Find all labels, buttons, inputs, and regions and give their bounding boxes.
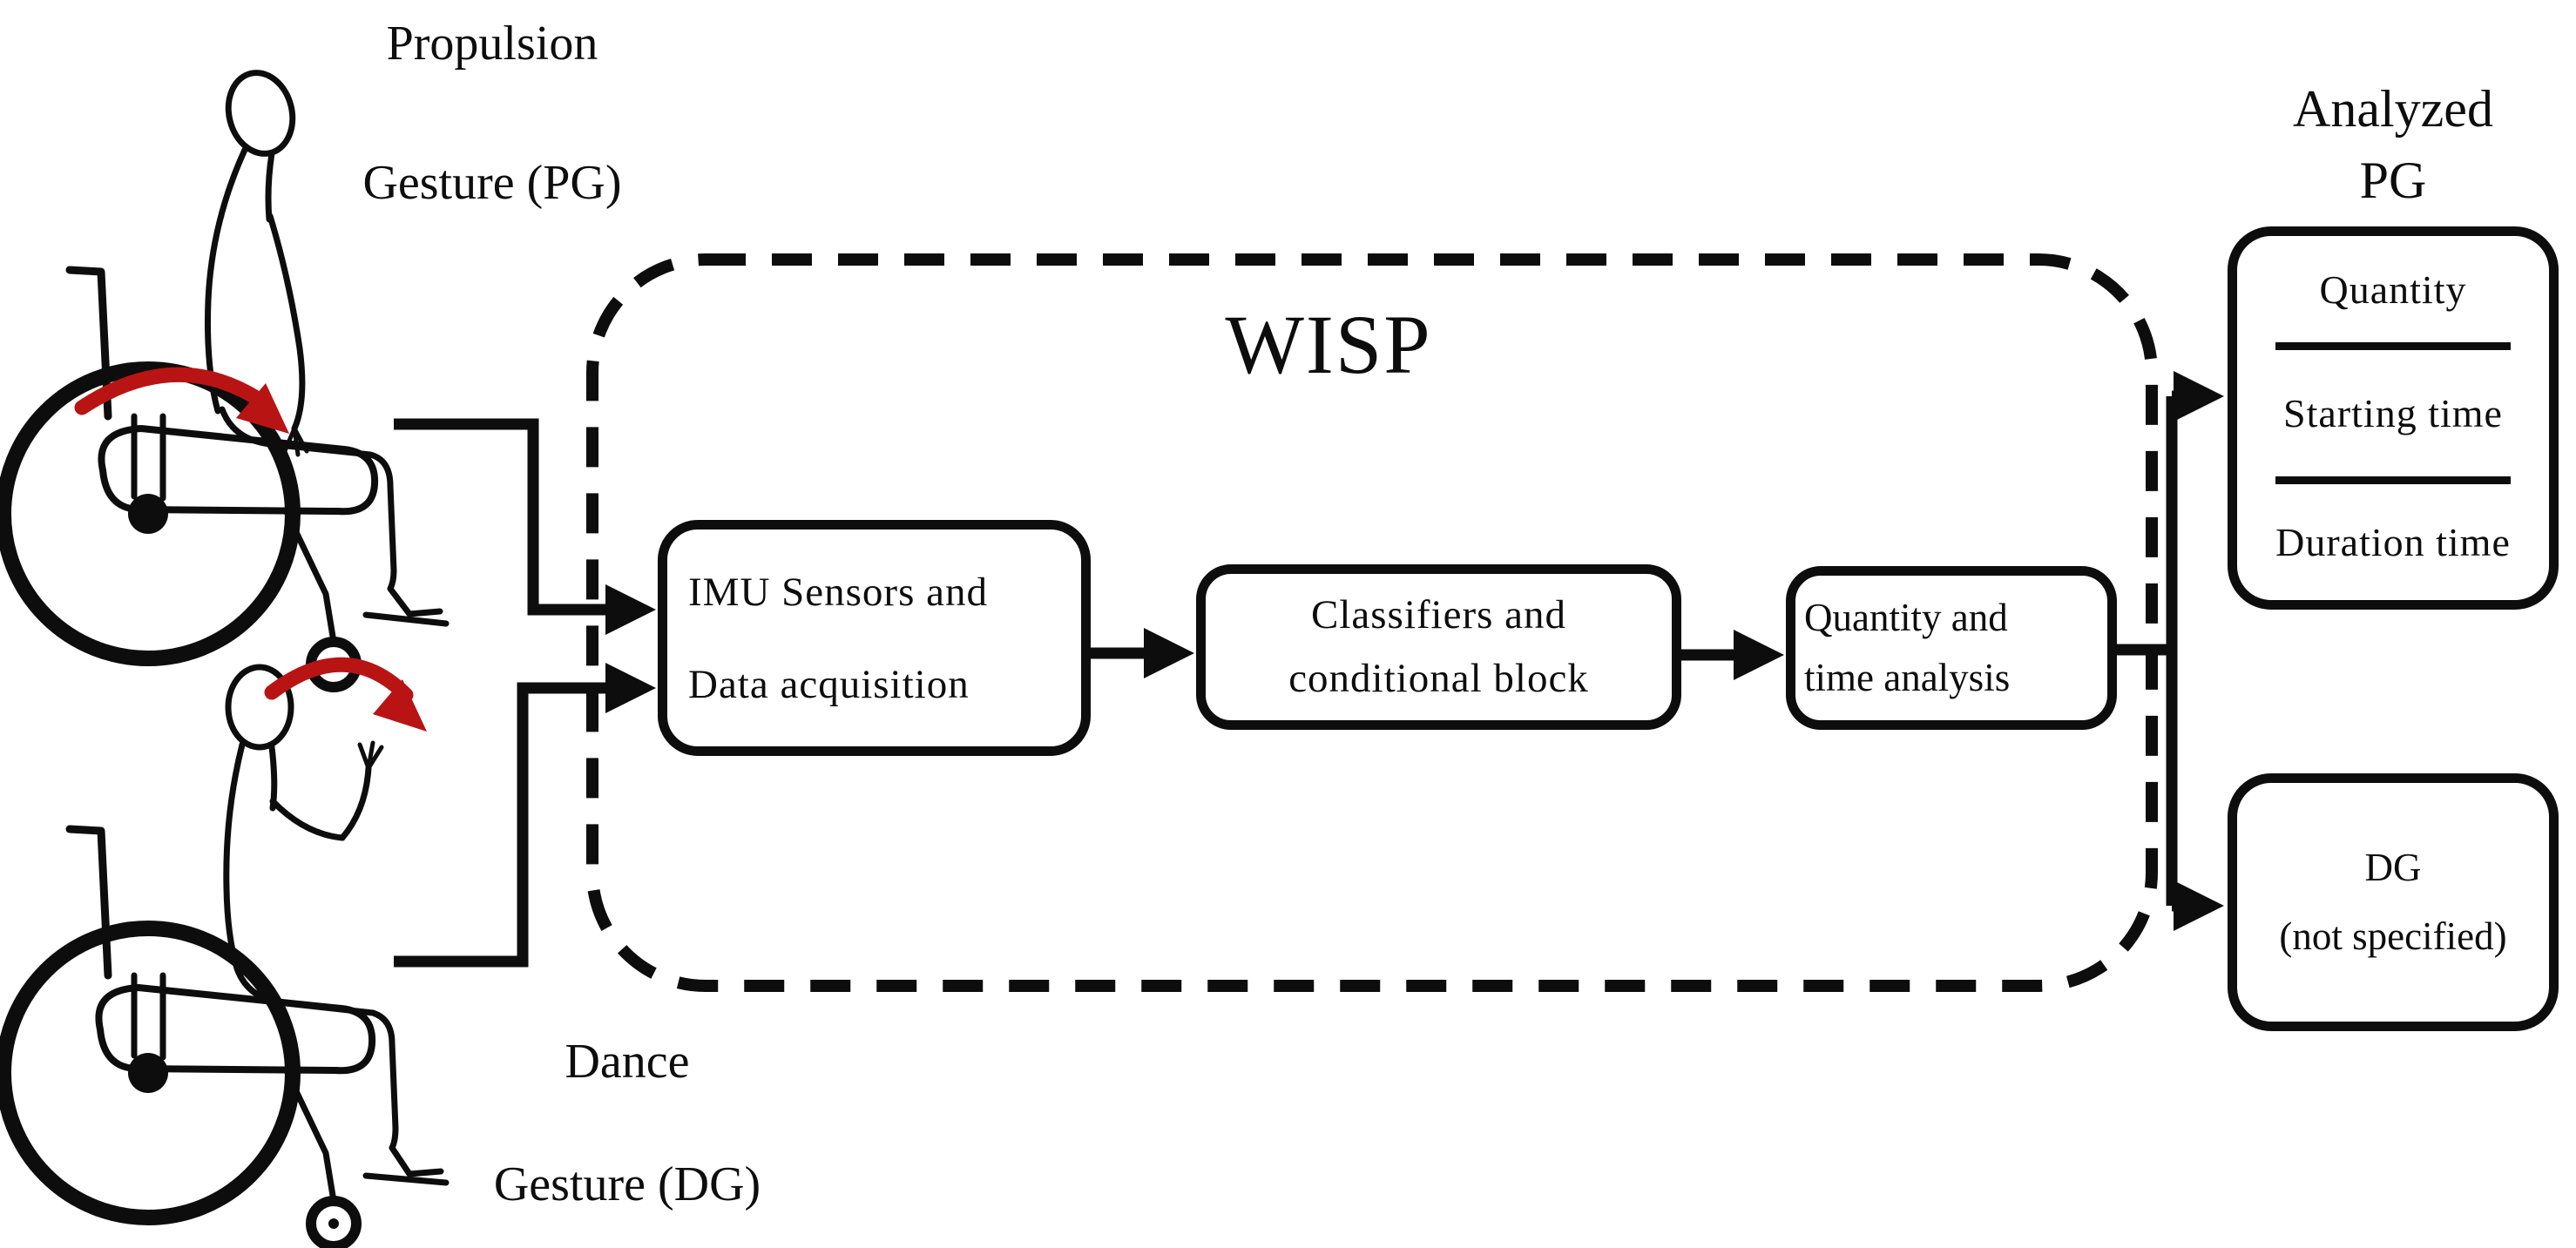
analyzed-pg-row-starting-time: Starting time [2275,342,2511,476]
pg-person-leg [219,406,443,617]
pg-label-line2: Gesture (PG) [362,156,622,210]
dg-dance-arrow-icon [264,657,414,703]
dg-output-line2: (not specified) [2279,914,2507,958]
analyzed-pg-title: Analyzed PG [2232,83,2554,206]
analyzed-pg-title-line1: Analyzed [2293,80,2493,138]
classifiers-arrowhead-icon [1144,628,1194,678]
pg-propulsion-arrow-icon [74,367,266,415]
dg-output-box: DG (not specified) [2228,773,2559,1031]
analyzed-pg-row-quantity: Quantity [2319,266,2467,312]
dg-person-head [225,664,294,751]
dg-wheelchair-figure [0,657,450,1248]
pg-rear-wheel [0,361,301,666]
pg-input-connector [394,418,610,616]
analysis-block-line1: Quantity and [1804,596,2008,639]
pg-output-arrowhead-icon [2174,371,2224,422]
dg-wheel-hub [128,1053,168,1093]
dg-seat-cushion [95,984,376,1075]
dg-rear-wheel [0,921,301,1225]
dg-label-line2: Gesture (DG) [493,1157,761,1211]
classifiers-block: Classifiers and conditional block [1196,564,1681,730]
dg-input-connector [394,682,610,968]
pg-input-arrowhead-icon [605,584,656,635]
dg-dance-arrowhead-icon [373,679,427,732]
dg-caster-wheel [306,1196,362,1248]
classifiers-block-line1: Classifiers and [1310,592,1567,637]
analyzed-pg-output-box: Quantity Starting time Duration time [2228,226,2559,610]
dg-label-line1: Dance [565,1035,690,1089]
analysis-block-line2: time analysis [1804,656,2011,699]
pg-backrest-handle [65,266,112,421]
dg-backrest-handle [65,825,112,980]
analyzed-pg-row-duration-time: Duration time [2275,476,2511,600]
dg-person-forearm [339,765,372,841]
pg-input-label: Propulsion Gesture (PG) [287,19,697,207]
dg-person-upper-arm [269,798,346,841]
analysis-output-branch-connector [2117,390,2178,912]
dg-output-line1: DG [2364,846,2422,889]
dg-input-label: Dance Gesture (DG) [462,1037,793,1209]
analysis-arrowhead-icon [1734,630,1784,680]
pg-propulsion-arrowhead-icon [236,383,289,434]
pg-person-arm [267,212,306,432]
quantity-time-analysis-block: Quantity and time analysis [1786,566,2117,730]
imu-block-line2: Data acquisition [688,661,970,707]
dg-input-arrowhead-icon [605,663,656,713]
imu-block-line1: IMU Sensors and [688,569,988,615]
dg-output-arrowhead-icon [2174,880,2224,931]
pg-wheel-hub [128,494,168,534]
wisp-title: WISP [1225,298,1432,391]
pg-wheelchair-figure [0,70,450,692]
dg-person-leg [233,965,444,1177]
wisp-dashed-boundary [586,253,2158,992]
imu-sensors-block: IMU Sensors and Data acquisition [658,520,1091,756]
classifiers-block-line2: conditional block [1288,656,1589,701]
pg-label-line1: Propulsion [386,17,598,71]
analyzed-pg-title-line2: PG [2359,152,2427,209]
